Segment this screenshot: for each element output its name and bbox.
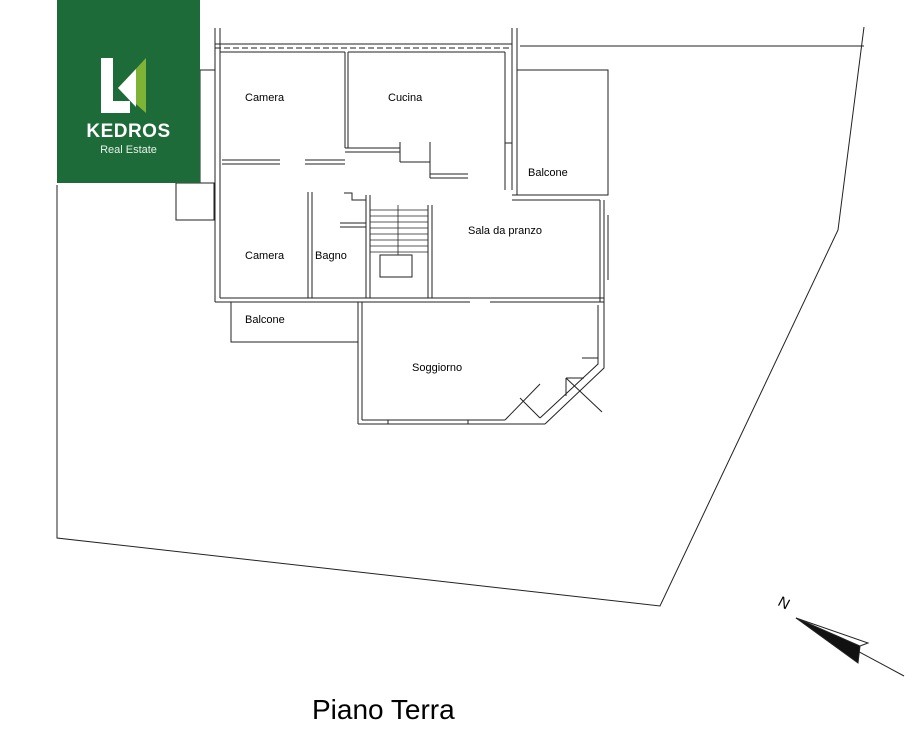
room-label-sala-da-pranzo: Sala da pranzo	[468, 225, 542, 237]
brand-name: KEDROS	[86, 121, 171, 142]
room-label-balcone-left: Balcone	[245, 314, 285, 326]
brand-tagline: Real Estate	[100, 144, 157, 156]
compass-label: N	[775, 593, 793, 613]
kedros-logo: KEDROS Real Estate	[57, 0, 200, 183]
room-label-balcone-right: Balcone	[528, 167, 568, 179]
floor-caption: Piano Terra	[312, 694, 455, 725]
kedros-k-logo-icon	[101, 58, 146, 113]
room-label-camera-bottom: Camera	[245, 250, 285, 262]
north-arrow-icon	[795, 617, 905, 677]
site-boundary	[56, 26, 865, 607]
stairs	[370, 205, 428, 255]
room-label-cucina: Cucina	[388, 92, 423, 104]
room-label-bagno: Bagno	[315, 250, 347, 262]
room-label-camera-top: Camera	[245, 92, 285, 104]
room-label-soggiorno: Soggiorno	[412, 362, 462, 374]
